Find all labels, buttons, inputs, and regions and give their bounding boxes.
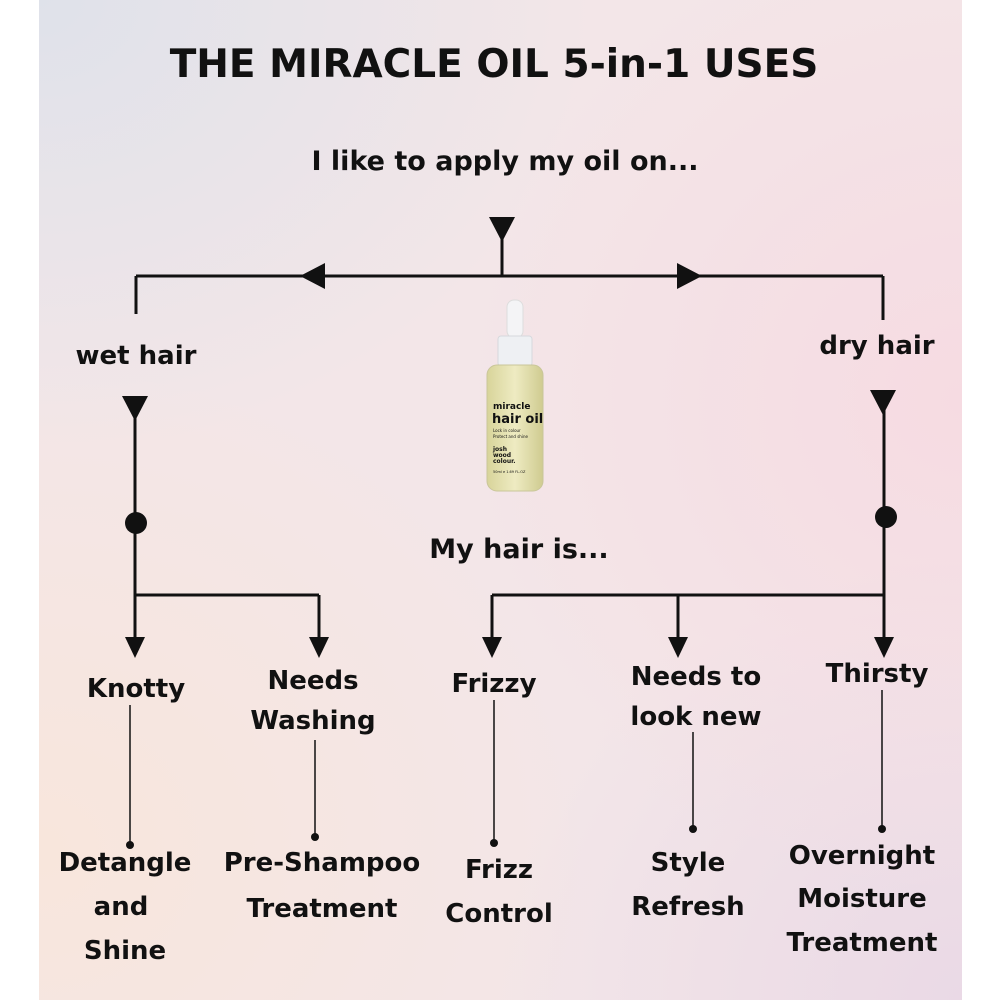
result-overnight-moisture: Overnight — [789, 841, 935, 871]
arrow-down-icon — [668, 637, 688, 658]
question-apply: I like to apply my oil on... — [311, 146, 698, 177]
branch-wet-hair: wet hair — [76, 341, 197, 371]
result-detangle: and — [94, 892, 149, 922]
condition-knotty: Knotty — [87, 674, 185, 704]
condition-thirsty: Thirsty — [826, 659, 929, 689]
product-bottle-image: miracle hair oil Lock in colour Protect … — [486, 299, 544, 492]
result-overnight-moisture: Treatment — [787, 928, 938, 958]
connector-lines — [133, 230, 886, 640]
condition-needs-washing: Washing — [250, 706, 375, 736]
condition-frizzy: Frizzy — [451, 669, 536, 699]
arrow-right-icon — [677, 263, 702, 289]
result-style-refresh: Refresh — [631, 892, 744, 922]
dot-icon — [689, 825, 697, 833]
arrow-down-icon — [125, 637, 145, 658]
condition-needs-to-look-new: look new — [630, 702, 761, 732]
dot-icon — [490, 839, 498, 847]
arrow-down-icon — [482, 637, 502, 658]
svg-text:50ml e 1.69 FL.OZ: 50ml e 1.69 FL.OZ — [493, 470, 526, 474]
branch-dry-hair: dry hair — [819, 331, 934, 361]
result-overnight-moisture: Moisture — [797, 884, 927, 914]
result-detangle: Detangle — [59, 848, 192, 878]
triangle-down-icon — [122, 396, 148, 421]
result-frizz-control: Control — [445, 899, 552, 929]
svg-text:josh: josh — [492, 446, 507, 453]
arrow-down-icon — [309, 637, 329, 658]
svg-text:miracle: miracle — [493, 402, 531, 412]
condition-needs-washing: Needs — [267, 666, 358, 696]
svg-text:Protect and shine: Protect and shine — [493, 434, 528, 439]
triangle-down-icon — [870, 390, 896, 415]
result-frizz-control: Frizz — [465, 855, 533, 885]
dot-icon — [311, 833, 319, 841]
result-pre-shampoo: Pre-Shampoo — [224, 848, 421, 878]
svg-text:hair oil: hair oil — [492, 412, 543, 427]
triangle-down-icon — [489, 217, 515, 242]
dot-icon — [126, 841, 134, 849]
svg-text:wood: wood — [493, 452, 511, 459]
condition-needs-to-look-new: Needs to — [631, 662, 761, 692]
result-detangle: Shine — [84, 936, 166, 966]
result-pre-shampoo: Treatment — [247, 894, 398, 924]
background-panel — [39, 0, 962, 1000]
junction-dot-icon — [125, 512, 147, 534]
svg-text:Lock in colour: Lock in colour — [493, 428, 521, 433]
dot-icon — [878, 825, 886, 833]
question-hair-is: My hair is... — [429, 534, 608, 565]
svg-text:colour.: colour. — [493, 458, 516, 465]
result-style-refresh: Style — [651, 848, 726, 878]
arrow-down-icon — [874, 637, 894, 658]
result-lines — [129, 690, 883, 845]
title: THE MIRACLE OIL 5-in-1 USES — [170, 42, 819, 87]
arrow-left-icon — [300, 263, 325, 289]
junction-dot-icon — [875, 506, 897, 528]
